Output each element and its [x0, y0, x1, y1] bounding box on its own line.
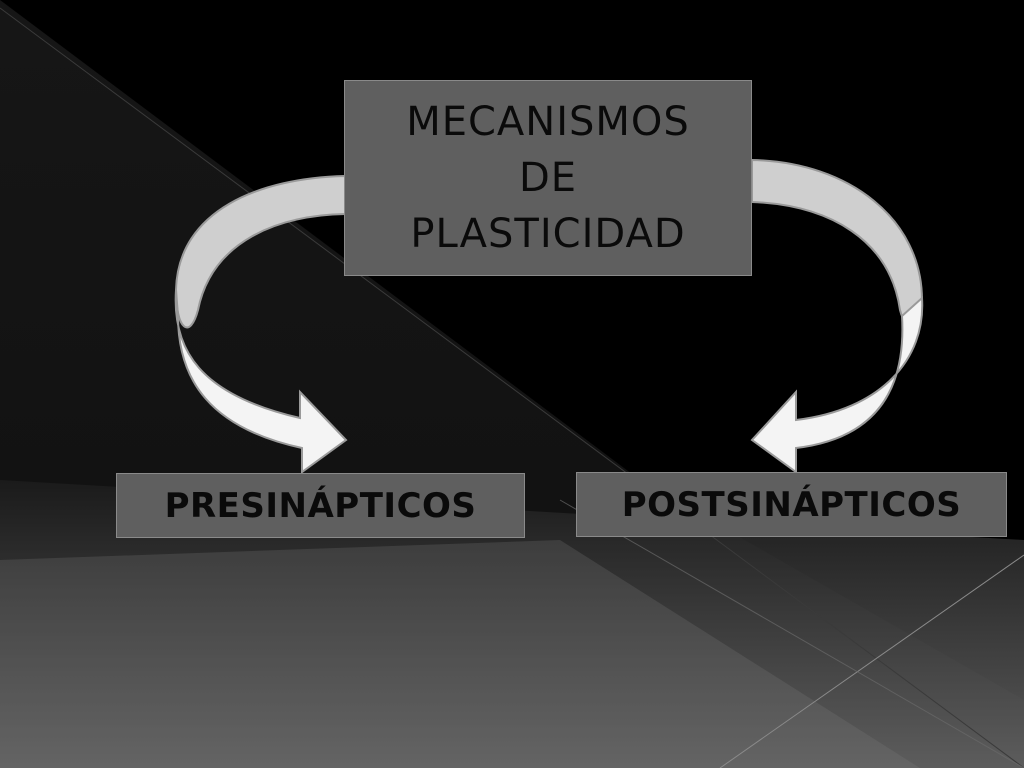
child-node-label: PRESINÁPTICOS [164, 485, 477, 526]
child-node-presinapticos: PRESINÁPTICOS [116, 473, 525, 538]
child-node-postsinapticos: POSTSINÁPTICOS [576, 472, 1007, 537]
bg-diagonal-line-right [719, 554, 1024, 768]
curved-arrow-left [174, 174, 348, 474]
bg-diagonal-line [0, 7, 1024, 768]
curved-arrow-right [750, 158, 924, 474]
child-node-label: POSTSINÁPTICOS [621, 484, 962, 525]
root-node-box: MECANISMOS DE PLASTICIDAD [344, 80, 752, 276]
bg-diagonal-line-lower [559, 499, 1024, 768]
root-node-label: MECANISMOS DE PLASTICIDAD [406, 99, 690, 257]
